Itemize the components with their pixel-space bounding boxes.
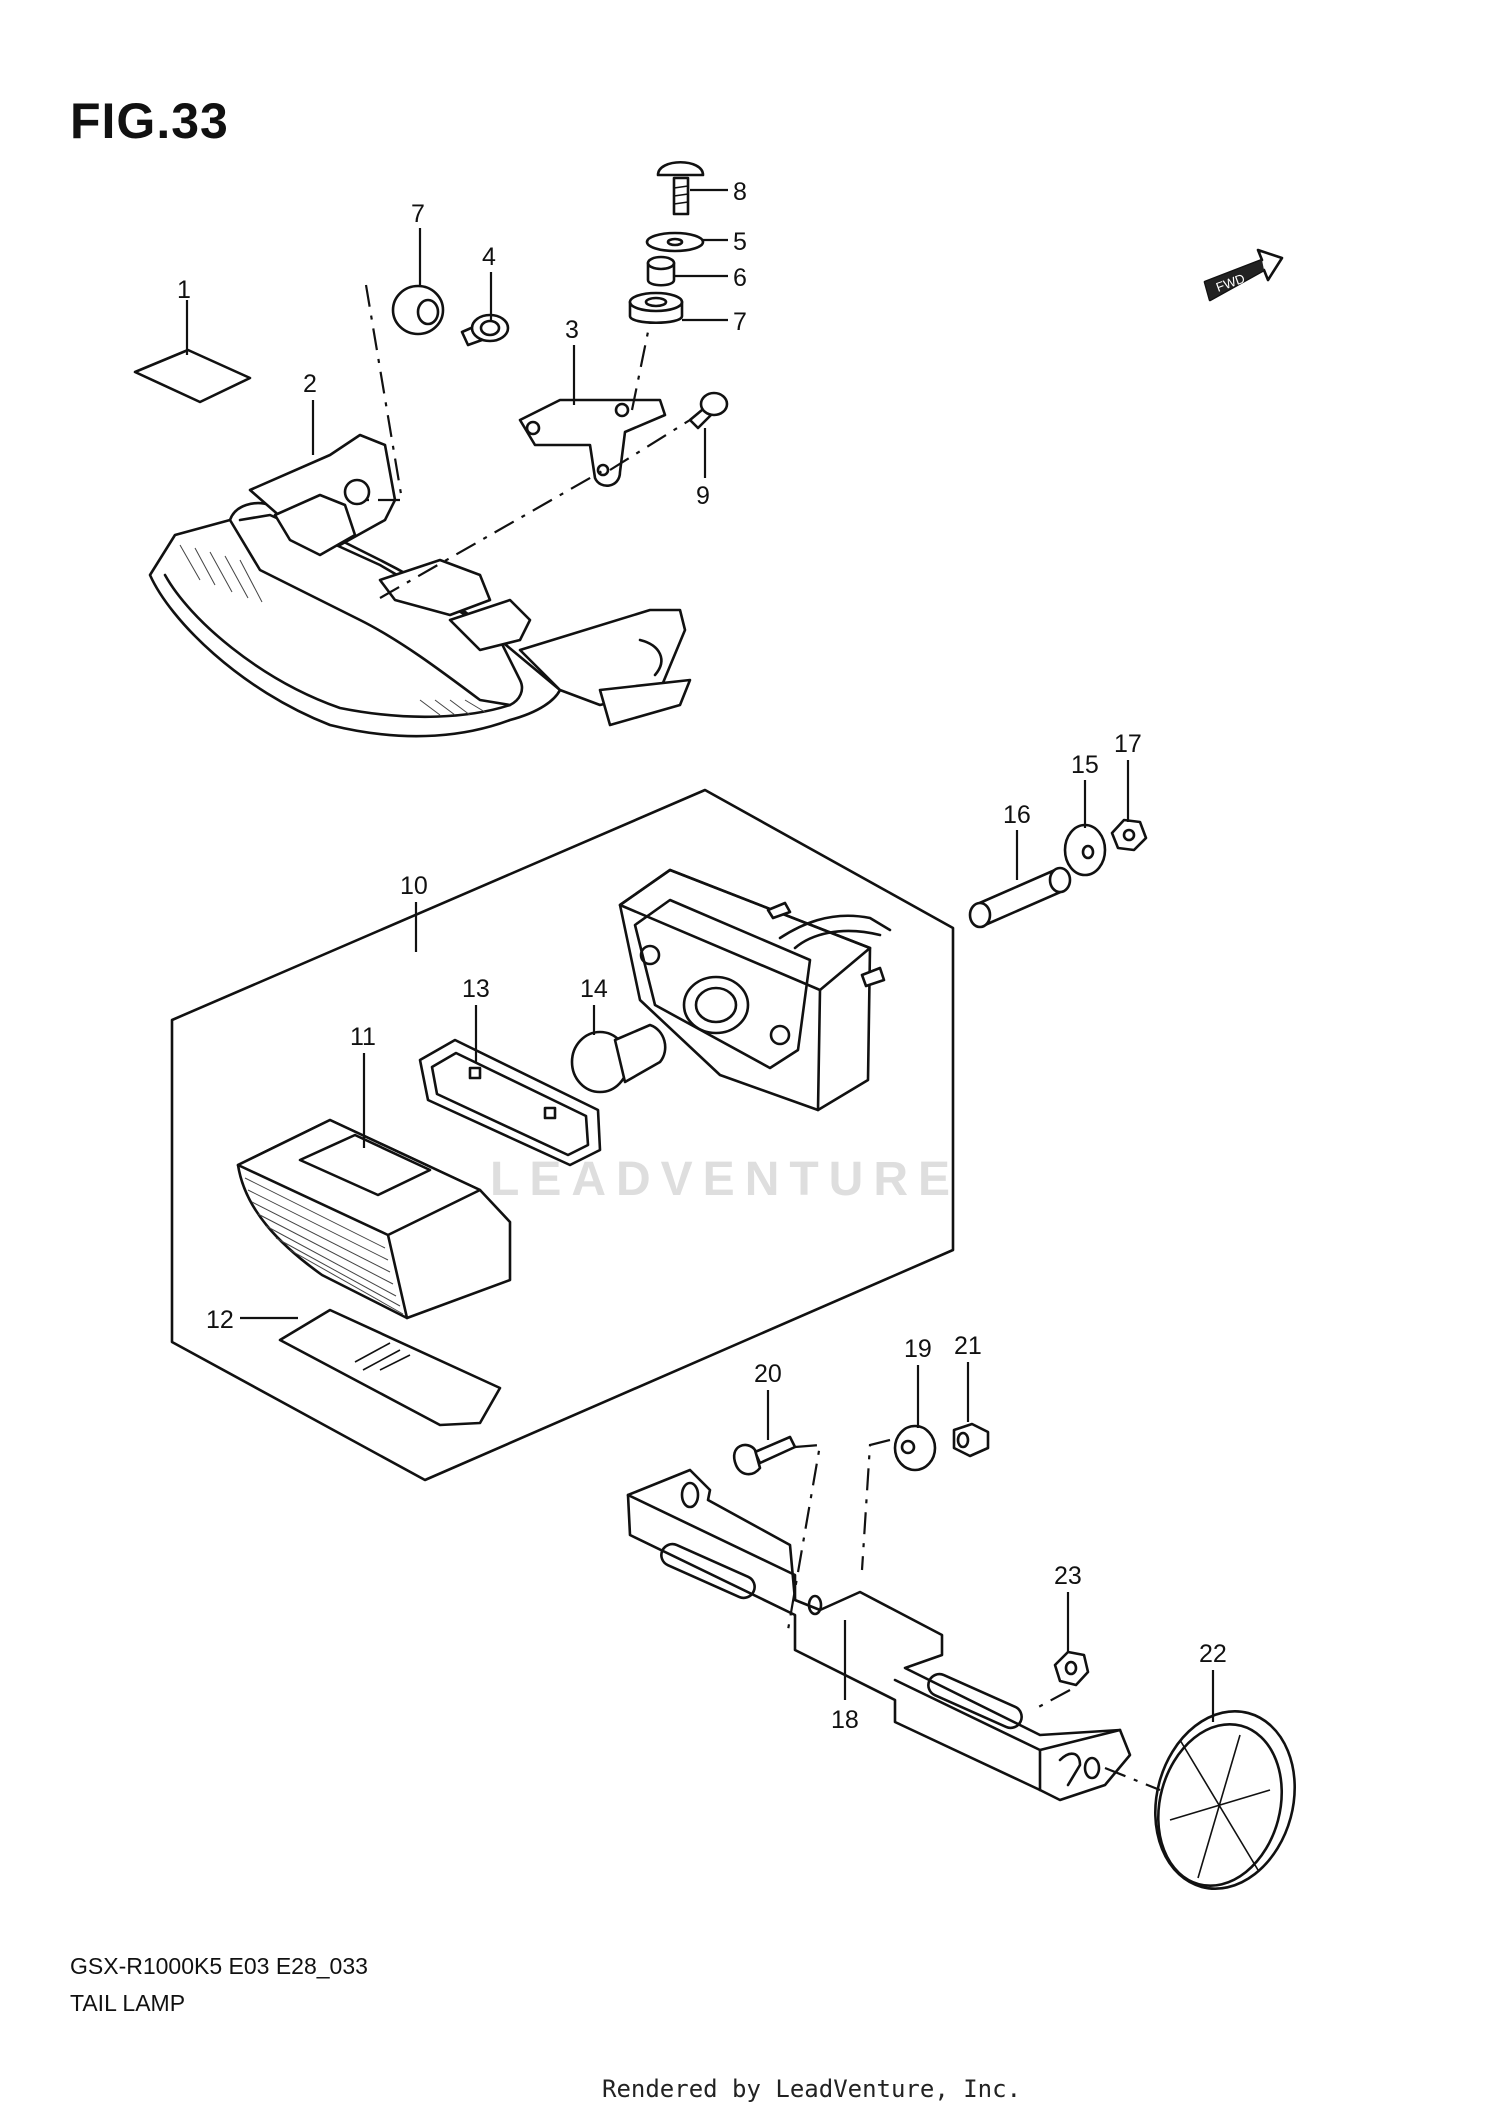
callout-12: 12 xyxy=(206,1306,234,1334)
part-7-grommet-left xyxy=(391,284,445,336)
tail-lamp-body xyxy=(618,868,892,1112)
part-16-spacer xyxy=(968,866,1072,929)
part-20-screw xyxy=(732,1435,797,1476)
part-2-tail-lamp-assembly xyxy=(148,433,692,738)
lamp-lens-hatching xyxy=(179,544,486,716)
footer-credit: Rendered by LeadVenture, Inc. xyxy=(602,2075,1022,2103)
callout-2: 2 xyxy=(303,370,317,398)
part-14-bulb xyxy=(570,1023,667,1094)
part-13-gasket xyxy=(418,1038,602,1167)
callout-5: 5 xyxy=(733,228,747,256)
part-4-screw xyxy=(460,313,510,347)
callout-21: 21 xyxy=(954,1332,982,1360)
part-21-nut xyxy=(952,1422,990,1458)
callout-19: 19 xyxy=(904,1335,932,1363)
part-23-nut xyxy=(1053,1650,1090,1687)
callout-leaders xyxy=(185,188,1215,1722)
part-15-washer xyxy=(1063,823,1107,877)
fwd-arrow-icon: FWD xyxy=(1203,248,1284,302)
figure-caption: TAIL LAMP xyxy=(70,1990,186,2016)
lens-texture xyxy=(244,1177,404,1315)
callout-numbers: 1 2 3 4 5 6 7 7 8 9 10 11 12 13 14 15 16… xyxy=(177,178,1227,1734)
part-17-nut xyxy=(1110,818,1148,852)
callout-7-right: 7 xyxy=(733,308,747,336)
callout-13: 13 xyxy=(462,975,490,1003)
part-1-label-sticker xyxy=(133,348,252,404)
part-7-grommet-right xyxy=(628,291,684,324)
part-11-lens xyxy=(236,1118,512,1320)
callout-23: 23 xyxy=(1054,1562,1082,1590)
callout-15: 15 xyxy=(1071,751,1099,779)
part-12-plate xyxy=(278,1308,502,1427)
fwd-label: FWD xyxy=(1214,271,1247,295)
figure-title: FIG.33 xyxy=(70,93,229,149)
mounting-centerlines-lower xyxy=(786,1438,1161,1792)
part-6-collar xyxy=(646,255,676,287)
callout-3: 3 xyxy=(565,316,579,344)
callout-9: 9 xyxy=(696,482,710,510)
callout-17: 17 xyxy=(1114,730,1142,758)
callout-18: 18 xyxy=(831,1706,859,1734)
callout-10: 10 xyxy=(400,872,428,900)
callout-8: 8 xyxy=(733,178,747,206)
model-code: GSX-R1000K5 E03 E28_033 xyxy=(70,1953,368,1979)
callout-1: 1 xyxy=(177,276,191,304)
callout-14: 14 xyxy=(580,975,608,1003)
callout-6: 6 xyxy=(733,264,747,292)
part-22-reflector xyxy=(1154,1710,1296,1890)
callout-22: 22 xyxy=(1199,1640,1227,1668)
part-18-bracket xyxy=(626,1468,1132,1802)
callout-20: 20 xyxy=(754,1360,782,1388)
part-5-washer xyxy=(645,231,705,253)
callout-4: 4 xyxy=(482,243,496,271)
part-3-bracket xyxy=(518,398,667,487)
part-9-screw xyxy=(688,391,729,430)
callout-7-left: 7 xyxy=(411,200,425,228)
part-10-group-frame xyxy=(170,788,955,1482)
part-19-washer xyxy=(893,1424,937,1472)
callout-16: 16 xyxy=(1003,801,1031,829)
callout-11: 11 xyxy=(350,1023,376,1051)
part-8-screw xyxy=(656,161,705,216)
mounting-centerlines-upper xyxy=(360,284,691,599)
